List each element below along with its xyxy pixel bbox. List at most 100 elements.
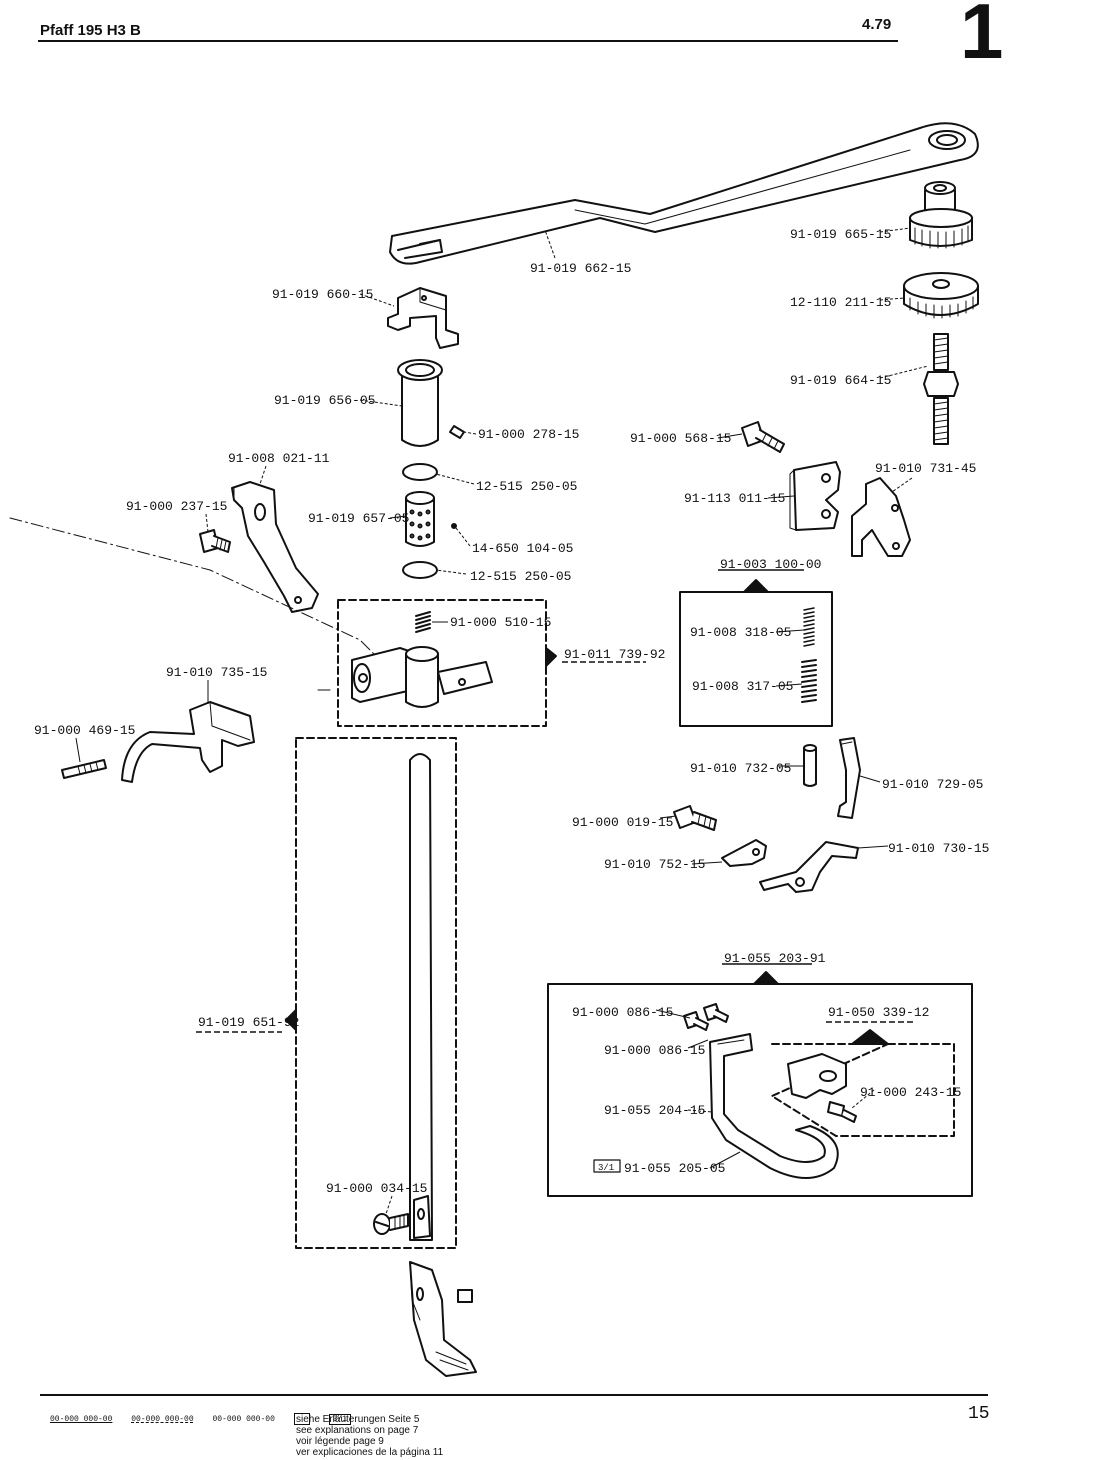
screw-243-drawing <box>827 1101 857 1123</box>
leader-lines <box>75 227 929 1215</box>
part-label-086-upper: 91-000 086-15 <box>572 1005 673 1020</box>
knurled-disk-211-drawing <box>903 272 979 319</box>
screw-034-drawing <box>373 1213 409 1235</box>
clamp-339-drawing <box>787 1053 847 1099</box>
part-label-204: 91-055 204-15 <box>604 1103 705 1118</box>
part-label-211: 12-110 211-15 <box>790 295 891 310</box>
foot-assembly-pointer <box>753 971 779 985</box>
screw-568-drawing <box>741 421 785 453</box>
legend-square-icon <box>293 1413 310 1425</box>
assembly-739-pointer <box>545 647 557 667</box>
legend-code-plain: 00-000 000-00 <box>212 1415 275 1425</box>
part-label-731: 91-010 731-45 <box>875 461 976 476</box>
threaded-stud-664-drawing <box>923 333 959 445</box>
part-label-664: 91-019 664-15 <box>790 373 891 388</box>
part-label-732: 91-010 732-05 <box>690 761 791 776</box>
stop-735-drawing <box>121 701 255 783</box>
assembly-339-pointer <box>851 1029 889 1045</box>
legend-code-solid: 00-000 000-00 <box>50 1415 113 1425</box>
presser-foot-drawing <box>409 1261 477 1377</box>
center-line <box>9 517 381 691</box>
lifting-bracket-drawing <box>351 646 493 708</box>
assembly-651-pointer <box>285 1009 297 1031</box>
part-label-656: 91-019 656-05 <box>274 393 375 408</box>
part-label-203-91: 91-055 203-91 <box>724 951 826 966</box>
spring-510-drawing <box>415 611 431 633</box>
legend-line-en: see explanations on page 7 <box>296 1425 419 1436</box>
bushing-656-drawing <box>397 359 443 447</box>
part-label-657: 91-019 657-05 <box>308 511 409 526</box>
part-label-739: 91-011 739-92 <box>564 647 665 662</box>
badge-box-205 <box>593 1159 621 1173</box>
part-badge-205: 3/1 <box>598 1163 614 1173</box>
section-number: 1 <box>960 0 1004 75</box>
legend-code-dashed: 00-000 000-00 <box>131 1415 194 1425</box>
part-label-011: 91-113 011-15 <box>684 491 785 506</box>
screw-019-drawing <box>673 805 717 831</box>
part-label-243: 91-000 243-15 <box>860 1085 961 1100</box>
part-label-651: 91-019 651-92 <box>198 1015 299 1030</box>
assembly-box-339 <box>771 1043 955 1137</box>
ring-250-lower-drawing <box>402 561 438 579</box>
header-rule <box>38 40 898 42</box>
spring-318-drawing <box>803 607 815 647</box>
lifting-lever-drawing <box>389 122 979 265</box>
ring-250-upper-drawing <box>402 463 438 481</box>
part-label-250-upper: 12-515 250-05 <box>476 479 577 494</box>
screw-237-drawing <box>199 529 231 553</box>
legend-symbols: 00-000 000-00 00-000 000-00 00-000 000-0… <box>50 1413 365 1425</box>
spring-317-drawing <box>801 659 817 703</box>
threaded-pin-469-drawing <box>61 759 107 779</box>
spring-set-pointer <box>743 579 769 593</box>
part-label-662: 91-019 662-15 <box>530 261 631 276</box>
part-label-104: 14-650 104-05 <box>472 541 573 556</box>
pictogram-square <box>457 1289 473 1303</box>
legend-line-fr: voir légende page 9 <box>296 1436 384 1447</box>
assembly-box-651 <box>295 737 457 1249</box>
document-title: Pfaff 195 H3 B <box>40 22 141 39</box>
presser-bar-drawing <box>409 753 433 1241</box>
part-label-735: 91-010 735-15 <box>166 665 267 680</box>
part-label-729: 91-010 729-05 <box>882 777 983 792</box>
footer-rule <box>40 1394 988 1396</box>
part-label-278: 91-000 278-15 <box>478 427 579 442</box>
part-label-665: 91-019 665-15 <box>790 227 891 242</box>
part-label-034: 91-000 034-15 <box>326 1181 427 1196</box>
part-label-250-lower: 12-515 250-05 <box>470 569 571 584</box>
document-date: 4.79 <box>862 16 892 33</box>
part-label-086-lower: 91-000 086-15 <box>604 1043 705 1058</box>
bracket-660-drawing <box>387 287 459 349</box>
lever-730-drawing <box>759 841 859 893</box>
ball-104-drawing <box>451 523 457 529</box>
part-label-317: 91-008 317-05 <box>692 679 793 694</box>
part-label-660: 91-019 660-15 <box>272 287 373 302</box>
part-label-752: 91-010 752-15 <box>604 857 705 872</box>
reference-underlines <box>196 569 914 1033</box>
legend-explanations: siehe Erläuterungen Seite 5 see explanat… <box>296 1414 443 1458</box>
knurled-nut-665-drawing <box>909 181 973 249</box>
screw-086-upper-drawing <box>703 1003 729 1023</box>
set-screw-278-drawing <box>449 425 465 439</box>
pin-732-drawing <box>803 744 817 787</box>
part-label-510: 91-000 510-15 <box>450 615 551 630</box>
lever-021-drawing <box>231 481 319 613</box>
part-label-237: 91-000 237-15 <box>126 499 227 514</box>
latch-729-drawing <box>837 737 861 819</box>
legend-line-de: siehe Erläuterungen Seite 5 <box>296 1414 420 1425</box>
part-label-469: 91-000 469-15 <box>34 723 135 738</box>
spring-set-box <box>679 591 833 727</box>
legend-badge: 3/1 <box>328 1413 351 1425</box>
part-label-730: 91-010 730-15 <box>888 841 989 856</box>
bracket-731-drawing <box>851 477 911 557</box>
foot-204-drawing <box>709 1033 839 1179</box>
part-label-021: 91-008 021-11 <box>228 451 330 466</box>
screw-086-lower-drawing <box>683 1011 709 1031</box>
part-label-568: 91-000 568-15 <box>630 431 731 446</box>
part-label-019: 91-000 019-15 <box>572 815 673 830</box>
perforated-sleeve-657-drawing <box>405 491 435 547</box>
part-label-100-00: 91-003 100-00 <box>720 557 821 572</box>
part-label-318: 91-008 318-05 <box>690 625 791 640</box>
part-label-339: 91-050 339-12 <box>828 1005 929 1020</box>
part-label-205: 91-055 205-05 <box>624 1161 725 1176</box>
